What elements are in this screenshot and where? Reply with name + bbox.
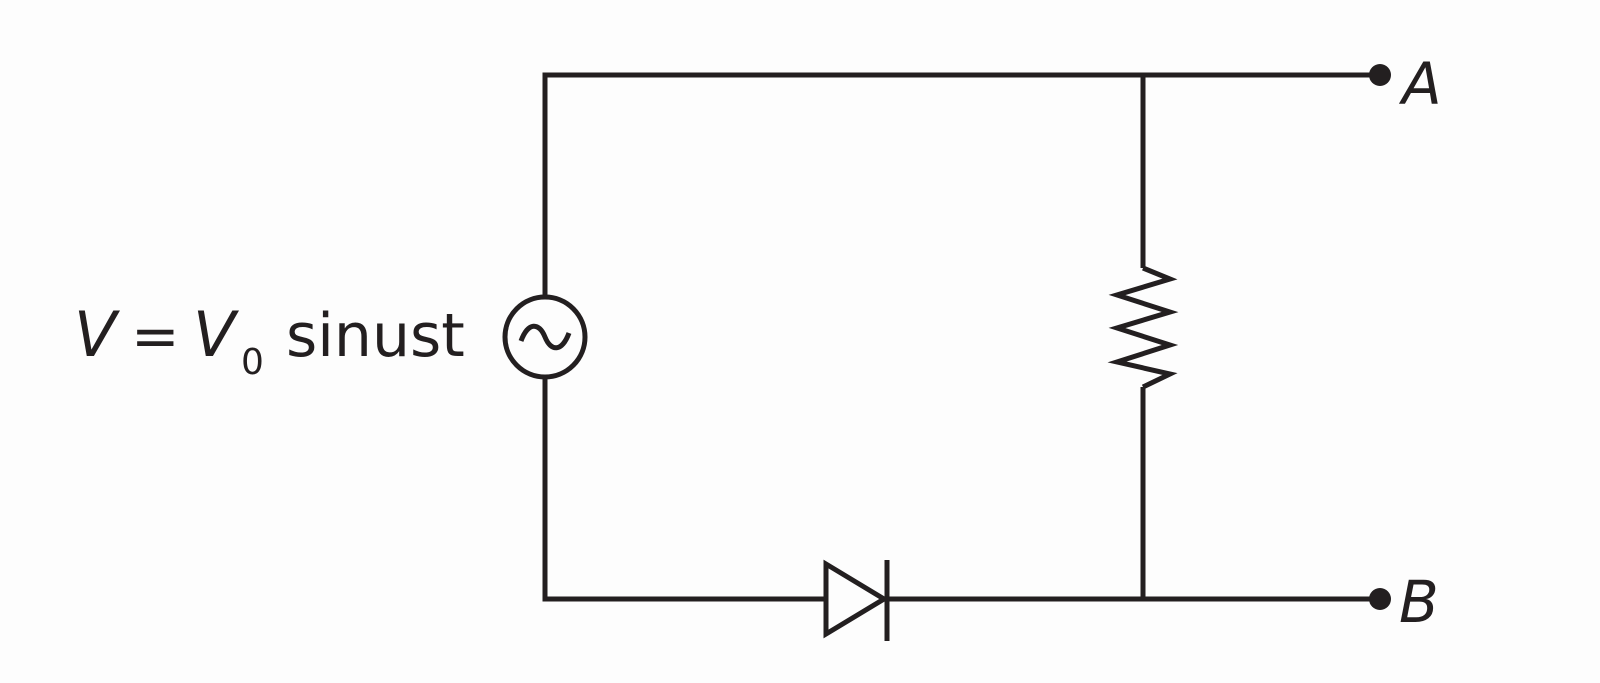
wire-left-upper [542, 72, 1380, 296]
wire-left-lower [542, 379, 826, 602]
ac-source [502, 294, 588, 380]
diode [823, 559, 890, 641]
equation-equals: = [131, 302, 180, 370]
equation-sin-function: sinust [286, 301, 465, 371]
terminal-a-label: A [1398, 50, 1442, 118]
terminal-a-dot [1369, 64, 1391, 86]
diode-triangle [823, 559, 889, 639]
source-equation: V = V 0 sinust [74, 298, 465, 383]
terminal-b-dot [1369, 588, 1391, 610]
resistor [1107, 265, 1179, 390]
equation-v0-subscript: 0 [241, 342, 264, 383]
equation-v: V [74, 298, 121, 371]
equation-v0-base: V [193, 298, 240, 371]
ac-source-circle [502, 294, 588, 380]
terminal-b-label: B [1399, 568, 1439, 636]
ac-source-tilde-icon [518, 323, 572, 351]
